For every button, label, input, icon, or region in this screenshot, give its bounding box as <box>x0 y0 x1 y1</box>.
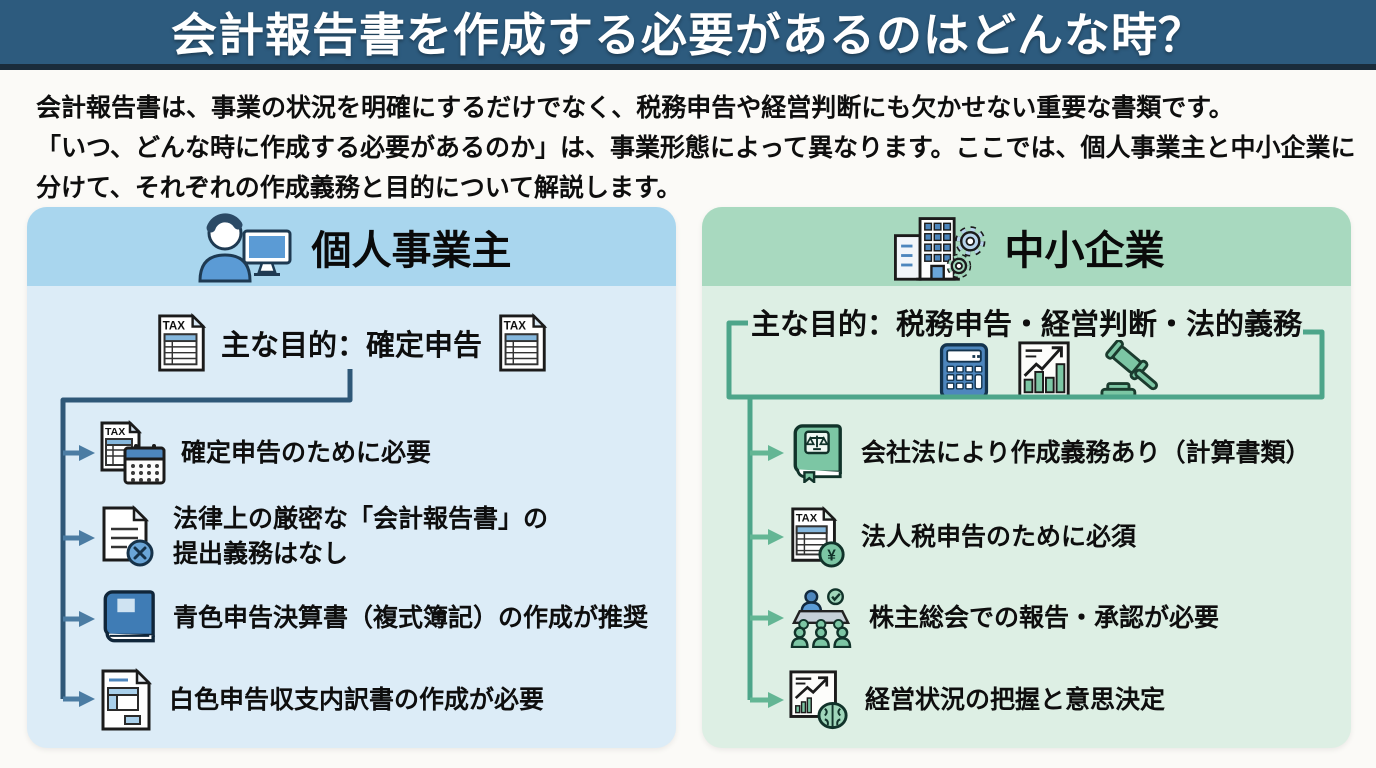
tax-document-calendar-icon: TAX <box>100 420 166 485</box>
chart-brain-icon <box>789 670 848 730</box>
tax-document-icon: TAX <box>158 313 207 372</box>
page-title: 会計報告書を作成する必要があるのはどんな時？ <box>171 9 1205 61</box>
item-label: 会社法により作成義務あり（計算書類） <box>861 438 1311 467</box>
calculator-icon <box>939 343 988 399</box>
person-with-monitor-icon <box>197 212 291 282</box>
svg-text:¥: ¥ <box>827 547 836 564</box>
left-purpose-label: 主な目的：確定申告 <box>220 330 482 362</box>
panel-title-sole-proprietor: 個人事業主 <box>311 228 512 273</box>
intro-line: 「いつ、どんな時に作成する必要があるのか」は、事業形態によって異なります。ここで… <box>36 134 1356 162</box>
list-item: 会社法により作成義務あり（計算書類） <box>788 421 1311 485</box>
svg-text:TAX: TAX <box>504 319 527 332</box>
list-item: TAX 確定申告のために必要 <box>98 420 432 485</box>
left-purpose-row: TAX 主な目的：確定申告 TAX <box>27 313 676 373</box>
tax-document-yen-icon: TAX ¥ <box>791 506 845 568</box>
item-label: 青色申告決算書（複式簿記）の作成が推奨 <box>173 603 649 632</box>
svg-text:TAX: TAX <box>163 319 186 332</box>
list-item: 経営状況の把握と意思決定 <box>788 668 1165 732</box>
panel-sole-proprietor: 個人事業主 TAX 主な目的：確定申告 TAX <box>27 207 676 748</box>
document-no-submit-icon <box>102 505 154 567</box>
panel-sole-proprietor-header: 個人事業主 <box>27 207 676 286</box>
office-building-gears-icon <box>893 216 985 281</box>
panel-title-sme: 中小企業 <box>1004 228 1165 273</box>
intro-line: 会計報告書は、事業の状況を明確にするだけでなく、税務申告や経営判断にも欠かせない… <box>36 94 1234 122</box>
intro-line: 分けて、それぞれの作成義務と目的について解説します。 <box>36 174 682 202</box>
white-return-form-icon <box>101 668 153 731</box>
list-item: TAX ¥ 法人税申告のために必須 <box>788 505 1136 569</box>
item-label: 経営状況の把握と意思決定 <box>865 685 1166 714</box>
panel-sme: 中小企業 主な目的：税務申告・経営判断・法的義務 <box>702 207 1351 748</box>
intro-paragraph: 会計報告書は、事業の状況を明確にするだけでなく、税務申告や経営判断にも欠かせない… <box>36 88 1360 208</box>
list-item: 株主総会での報告・承認が必要 <box>788 586 1219 650</box>
title-bar: 会計報告書を作成する必要があるのはどんな時？ <box>0 0 1376 70</box>
svg-text:TAX: TAX <box>796 513 818 525</box>
gavel-icon <box>1099 340 1158 399</box>
bar-chart-report-icon <box>1017 341 1070 399</box>
right-purpose-label: 主な目的：税務申告・経営判断・法的義務 <box>750 309 1302 341</box>
panel-sme-header: 中小企業 <box>702 207 1351 286</box>
right-purpose-icons <box>748 338 1351 400</box>
item-label: 株主総会での報告・承認が必要 <box>869 603 1220 632</box>
svg-text:TAX: TAX <box>105 426 125 438</box>
company-law-book-icon <box>793 424 842 483</box>
list-item: 青色申告決算書（複式簿記）の作成が推奨 <box>98 586 648 650</box>
list-item: 法律上の厳密な「会計報告書」の 提出義務はなし <box>98 501 548 573</box>
item-label: 法人税申告のために必須 <box>861 522 1137 551</box>
shareholders-meeting-icon <box>790 588 852 648</box>
item-label: 確定申告のために必要 <box>181 438 432 467</box>
item-label: 法律上の厳密な「会計報告書」の 提出義務はなし <box>173 505 549 568</box>
blue-return-book-icon <box>103 590 155 643</box>
tax-document-icon: TAX <box>499 313 548 372</box>
item-label: 白色申告収支内訳書の作成が必要 <box>169 685 545 714</box>
list-item: 白色申告収支内訳書の作成が必要 <box>98 668 544 732</box>
